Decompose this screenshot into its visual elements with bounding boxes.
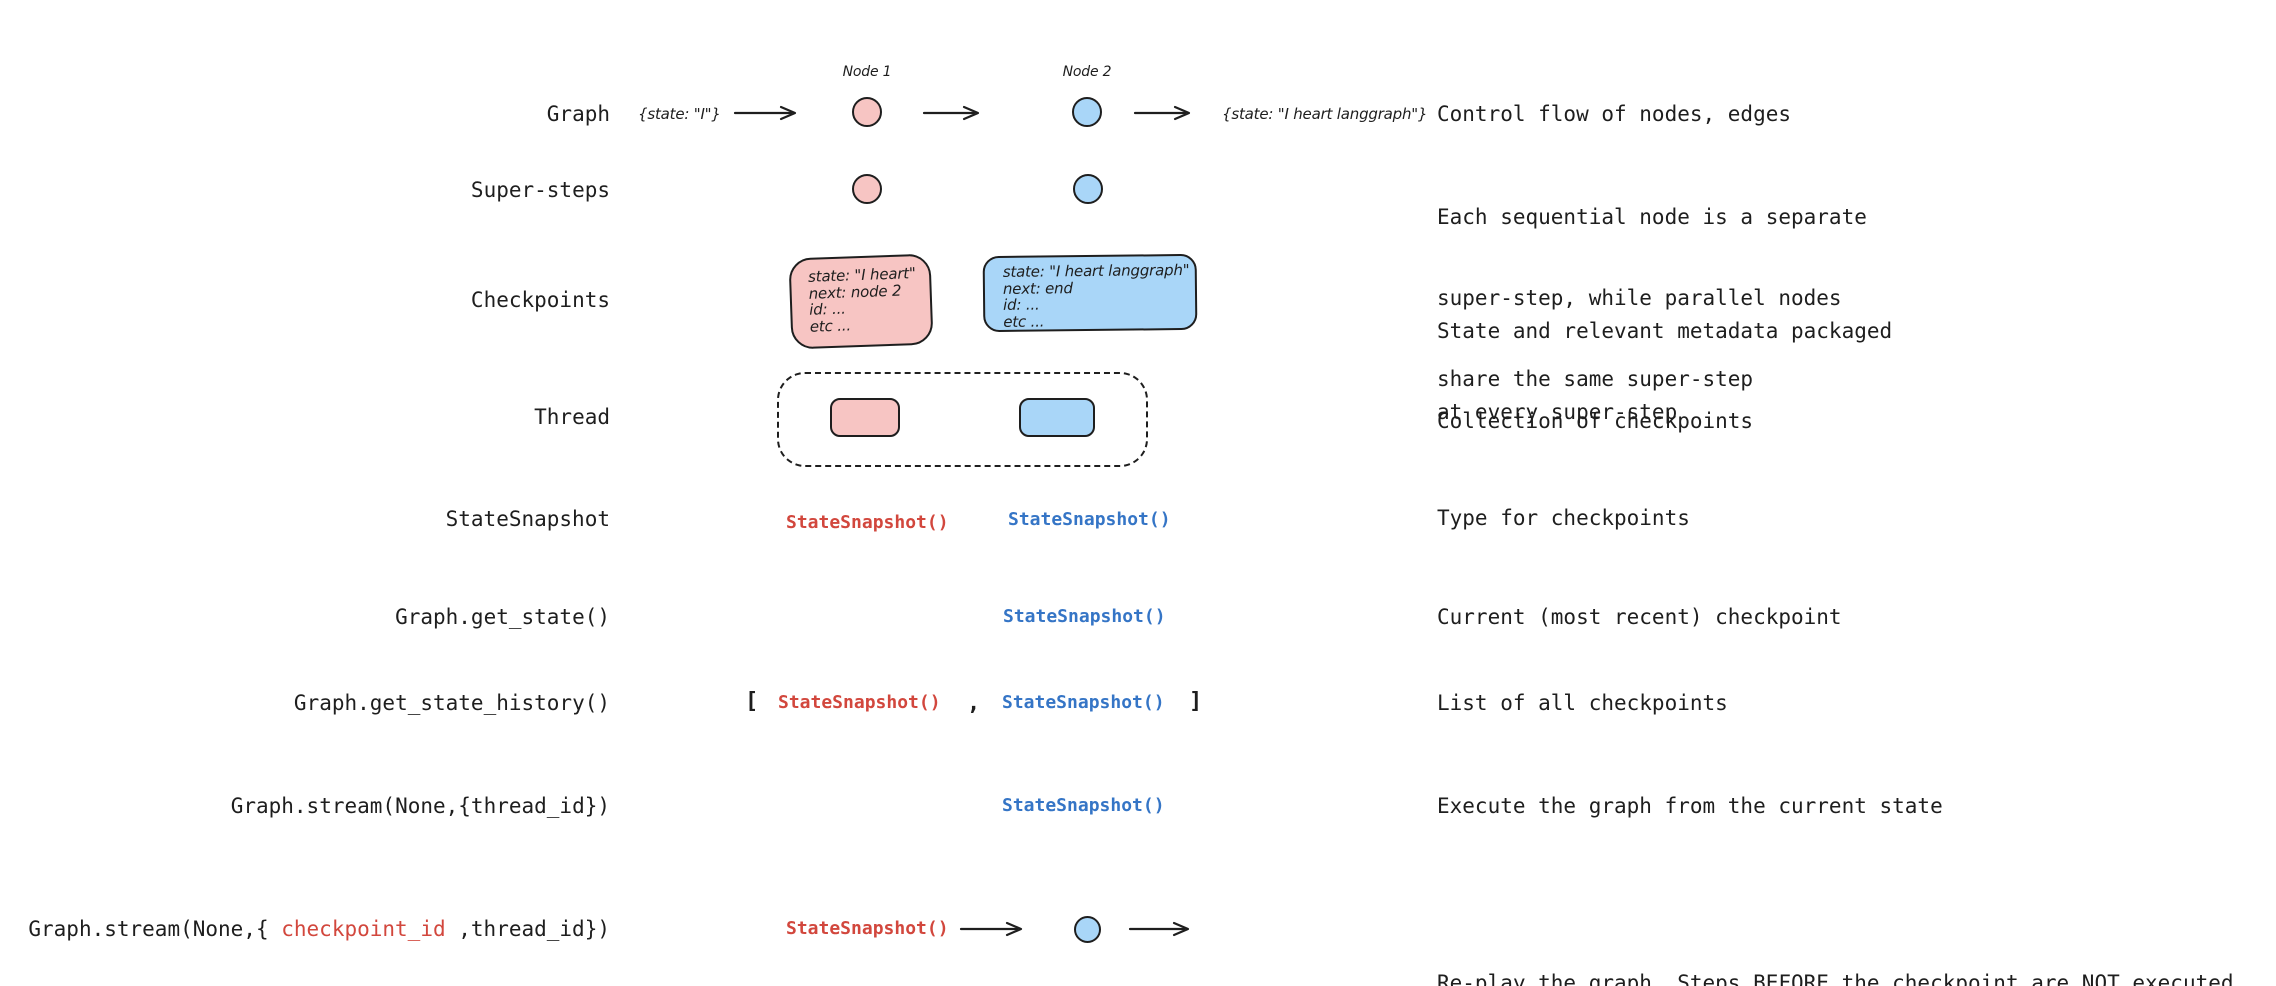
graph-output-state-text: {state: "I heart langgraph"} — [1222, 105, 1428, 123]
node1-label: Node 1 — [842, 64, 892, 80]
history-blue-code: StateSnapshot() — [1002, 692, 1165, 713]
thread-pink-checkpoint-icon — [830, 398, 900, 437]
statesnapshot-blue-code: StateSnapshot() — [1008, 509, 1171, 530]
description-line: at every super-step — [1437, 400, 1678, 424]
row-label-graph: Graph — [546, 102, 610, 126]
node2-circle-icon — [1072, 97, 1102, 127]
row-description-graph: Control flow of nodes, edges — [1437, 102, 1792, 126]
label-checkpoint-id: checkpoint_id — [281, 917, 446, 941]
checkpoint-blue-box: state: "I heart langgraph" next: end id:… — [982, 253, 1198, 333]
label-suffix: ,thread_id}) — [445, 917, 610, 941]
label-prefix: Graph.stream(None,{ — [28, 917, 282, 941]
row-description-stream-checkpoint: Re-play the graph. Steps BEFORE the chec… — [1437, 916, 2246, 986]
arrow-icon — [1133, 105, 1191, 121]
row-label-get-state-history: Graph.get_state_history() — [293, 691, 610, 715]
close-bracket: ] — [1189, 689, 1203, 714]
comma: , — [967, 691, 981, 716]
node2-label: Node 2 — [1062, 64, 1112, 80]
row-label-stream-thread: Graph.stream(None,{thread_id}) — [230, 794, 610, 818]
row-description-statesnapshot: Type for checkpoints — [1437, 506, 1690, 530]
history-red-code: StateSnapshot() — [778, 692, 941, 713]
super-step-pink-circle-icon — [852, 174, 882, 204]
thread-dashed-box — [777, 372, 1148, 467]
row-description-stream-thread: Execute the graph from the current state — [1437, 794, 1943, 818]
arrow-icon — [922, 105, 980, 121]
row-label-super-steps: Super-steps — [470, 178, 610, 202]
checkpoint-line: etc ... — [1003, 311, 1045, 331]
statesnapshot-red-code: StateSnapshot() — [786, 512, 949, 533]
row-label-statesnapshot: StateSnapshot — [445, 507, 610, 531]
thread-blue-checkpoint-icon — [1019, 398, 1095, 437]
row-description-get-state-history: List of all checkpoints — [1437, 691, 1728, 715]
get-state-blue-code: StateSnapshot() — [1003, 606, 1166, 627]
checkpoint-line: next: end — [1002, 278, 1073, 298]
stream-blue-code: StateSnapshot() — [1002, 795, 1165, 816]
row-description-super-steps: Each sequential node is a separate super… — [1437, 150, 1867, 447]
arrow-icon — [959, 921, 1023, 937]
description-line: State and relevant metadata packaged — [1437, 319, 1893, 343]
arrow-icon — [733, 105, 797, 121]
row-label-thread: Thread — [534, 405, 610, 429]
row-label-stream-checkpoint: Graph.stream(None,{ checkpoint_id ,threa… — [0, 916, 610, 942]
replay-red-code: StateSnapshot() — [786, 918, 949, 939]
open-bracket: [ — [745, 689, 759, 714]
checkpoint-line: id: ... — [1003, 295, 1040, 314]
description-line: Re-play the graph. Steps BEFORE the chec… — [1437, 971, 2247, 986]
row-description-get-state: Current (most recent) checkpoint — [1437, 605, 1842, 629]
row-description-thread: Collection of checkpoints — [1437, 409, 1754, 433]
description-line: share the same super-step — [1437, 367, 1754, 391]
arrow-icon — [1128, 921, 1190, 937]
replay-blue-circle-icon — [1074, 916, 1101, 943]
super-step-blue-circle-icon — [1073, 174, 1103, 204]
graph-input-state-text: {state: "I"} — [638, 105, 721, 123]
checkpoint-pink-box: state: "I heart" next: node 2 id: ... et… — [788, 253, 934, 350]
checkpoint-line: etc ... — [809, 315, 852, 336]
node1-circle-icon — [852, 97, 882, 127]
description-line: Each sequential node is a separate — [1437, 205, 1867, 229]
row-label-get-state: Graph.get_state() — [395, 605, 610, 629]
row-description-checkpoints: State and relevant metadata packaged at … — [1437, 264, 1892, 480]
row-label-checkpoints: Checkpoints — [470, 288, 610, 312]
description-line: super-step, while parallel nodes — [1437, 286, 1842, 310]
checkpoint-line: state: "I heart langgraph" — [1002, 260, 1190, 281]
